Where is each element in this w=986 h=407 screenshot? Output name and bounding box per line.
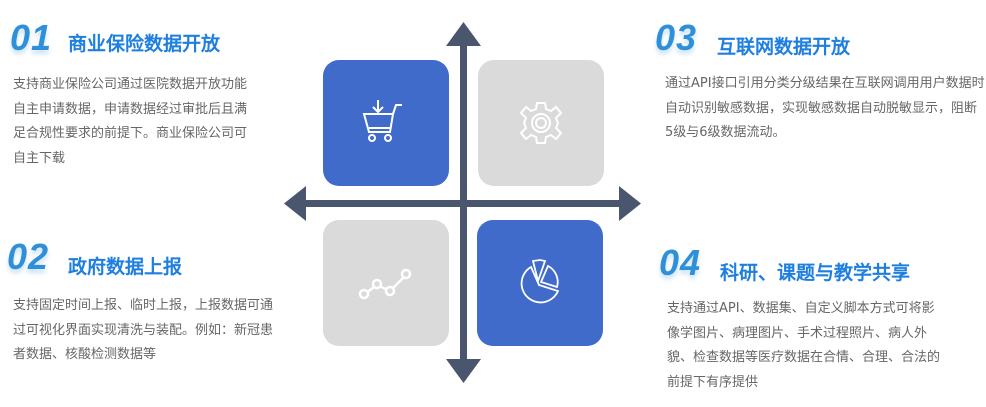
shopping-cart-download-icon bbox=[362, 100, 402, 142]
horizontal-axis bbox=[300, 200, 626, 207]
section-number: 03 bbox=[655, 17, 698, 58]
section-description: 支持固定时间上报、临时上报，上报数据可通过可视化界面实现清洗与装配。例如：新冠患… bbox=[13, 298, 274, 362]
arrow-left-icon bbox=[284, 186, 306, 221]
section-description: 通过API接口引用分类分级结果在互联网调用用户数据时自动识别敏感数据，实现敏感数… bbox=[665, 76, 985, 140]
gear-icon bbox=[519, 102, 563, 144]
quadrant-top-left bbox=[323, 60, 449, 186]
section-number: 01 bbox=[10, 17, 53, 58]
quadrant-bottom-left bbox=[323, 220, 449, 346]
section-number: 04 bbox=[659, 242, 702, 283]
arrow-down-icon bbox=[446, 359, 481, 383]
quadrant-bottom-right bbox=[477, 220, 603, 346]
line-chart-icon bbox=[358, 268, 412, 300]
section-description: 支持通过API、数据集、自定义脚本方式可将影像学图片、病理图片、手术过程照片、病… bbox=[667, 301, 941, 390]
section-title: 商业保险数据开放 bbox=[68, 33, 221, 55]
section-title: 互联网数据开放 bbox=[717, 36, 851, 58]
pie-chart-icon bbox=[520, 259, 560, 304]
section-description: 支持商业保险公司通过医院数据开放功能自主申请数据，申请数据经过审批后且满足合规性… bbox=[13, 77, 248, 166]
section-title: 政府数据上报 bbox=[68, 256, 183, 278]
arrow-up-icon bbox=[446, 22, 481, 46]
quadrant-top-right bbox=[478, 60, 604, 186]
section-number: 02 bbox=[7, 236, 50, 277]
section-title: 科研、课题与教学共享 bbox=[720, 262, 911, 284]
arrow-right-icon bbox=[619, 186, 641, 221]
